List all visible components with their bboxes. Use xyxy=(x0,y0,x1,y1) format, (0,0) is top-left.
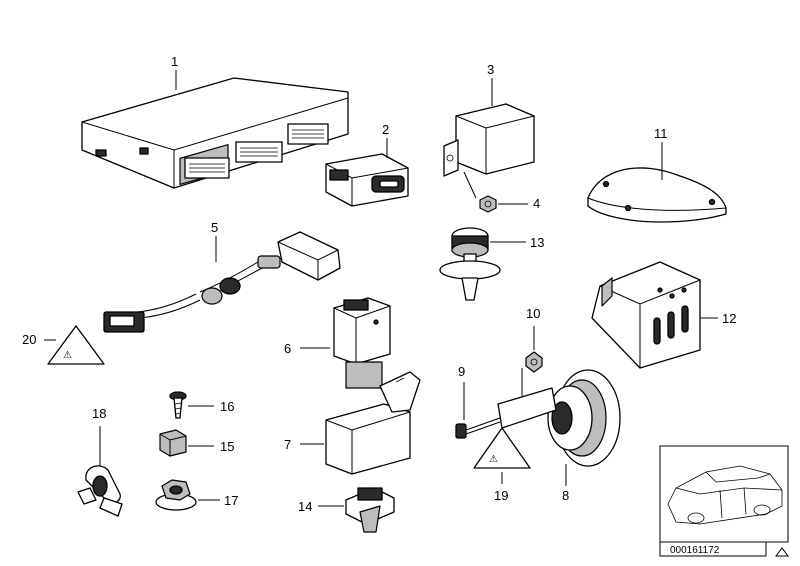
part-11-cover-plate[interactable] xyxy=(587,167,727,223)
part-15-clip-nut[interactable] xyxy=(159,429,187,457)
label-12: 12 xyxy=(722,311,736,326)
part-6-sensor-bracket[interactable] xyxy=(333,297,391,389)
part-4-nut[interactable] xyxy=(463,171,497,213)
part-5-cable-sensor[interactable] xyxy=(103,231,341,333)
reference-number: 000161172 xyxy=(670,545,720,556)
label-7: 7 xyxy=(284,437,291,452)
part-1-control-module[interactable] xyxy=(81,77,349,189)
part-7-control-box[interactable] xyxy=(325,371,421,475)
label-8: 8 xyxy=(562,488,569,503)
part-8-horn[interactable] xyxy=(497,368,621,467)
label-16: 16 xyxy=(220,399,234,414)
car-thumbnail-icon xyxy=(667,465,783,525)
label-18: 18 xyxy=(92,406,106,421)
part-12-bracket[interactable] xyxy=(591,261,701,369)
part-19-warning-triangle: ⚠ xyxy=(473,427,531,469)
label-6: 6 xyxy=(284,341,291,356)
warning-triangle-icon: ⚠ xyxy=(63,350,72,361)
part-14-clip[interactable] xyxy=(345,487,395,533)
label-10: 10 xyxy=(526,306,540,321)
label-9: 9 xyxy=(458,364,465,379)
part-17-flange-nut[interactable] xyxy=(155,479,197,511)
label-13: 13 xyxy=(530,235,544,250)
part-2-connector-module[interactable] xyxy=(325,153,409,207)
label-20: 20 xyxy=(22,332,36,347)
part-16-screw[interactable] xyxy=(169,391,187,419)
label-1: 1 xyxy=(171,54,178,69)
label-3: 3 xyxy=(487,62,494,77)
label-15: 15 xyxy=(220,439,234,454)
label-19: 19 xyxy=(494,488,508,503)
part-20-warning-triangle: ⚠ xyxy=(47,325,105,365)
label-17: 17 xyxy=(224,493,238,508)
label-5: 5 xyxy=(211,220,218,235)
part-3-relay[interactable] xyxy=(443,103,535,177)
part-18-cable-clamp[interactable] xyxy=(77,465,123,517)
label-11: 11 xyxy=(654,126,668,141)
part-13-push-clip[interactable] xyxy=(439,227,501,301)
warning-triangle-icon: ⚠ xyxy=(489,454,498,465)
car-thumbnail-inset xyxy=(659,445,789,543)
part-9-bolt[interactable] xyxy=(455,417,501,439)
label-14: 14 xyxy=(298,499,312,514)
part-10-nut[interactable] xyxy=(525,351,543,373)
triangle-marker-icon xyxy=(775,547,789,557)
label-2: 2 xyxy=(382,122,389,137)
reference-number-box: 000161172 xyxy=(659,541,767,557)
label-4: 4 xyxy=(533,196,540,211)
